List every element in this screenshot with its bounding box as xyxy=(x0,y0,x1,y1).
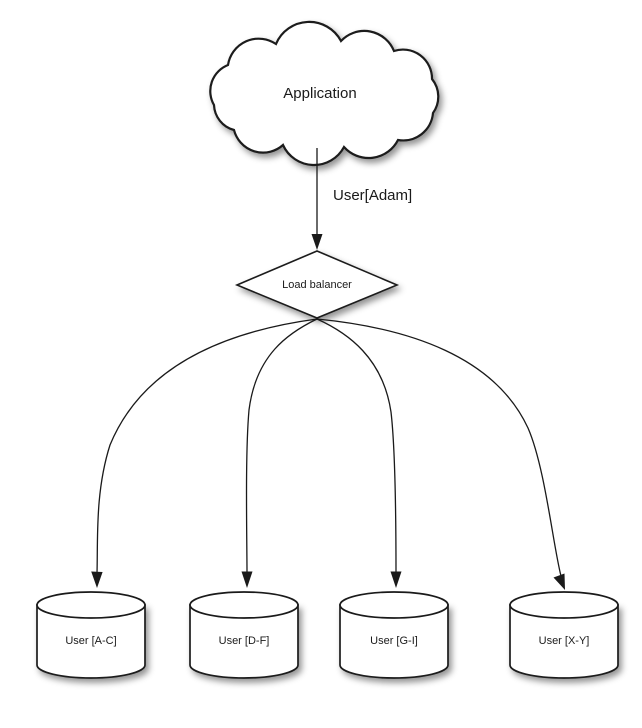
cylinder-body xyxy=(36,604,146,679)
balancer-to-db-0-line xyxy=(96,318,318,574)
cylinder-top-ellipse xyxy=(509,591,619,619)
cylinder-label: User [G-I] xyxy=(370,635,418,647)
node-diamond-load-balancer[interactable]: Load balancer xyxy=(234,250,400,319)
cylinder-body xyxy=(509,604,619,679)
down-arrow-icon xyxy=(390,571,402,588)
cloud-label: Application xyxy=(283,85,356,102)
balancer-to-db-2-line xyxy=(316,318,397,574)
node-cloud-application[interactable]: Application xyxy=(209,20,440,167)
down-arrow-icon xyxy=(553,573,565,590)
edges-balancer-to-databases xyxy=(91,318,565,590)
cylinder-label: User [X-Y] xyxy=(539,635,590,647)
edge-cloud-to-balancer[interactable]: User[Adam] xyxy=(311,148,413,250)
cloud-shape xyxy=(209,20,440,167)
edge-balancer-to-db-1[interactable] xyxy=(241,318,318,588)
diamond-label: Load balancer xyxy=(282,279,352,291)
cylinder-top-ellipse xyxy=(189,591,299,619)
edge-balancer-to-db-2[interactable] xyxy=(316,318,402,588)
cylinder-body xyxy=(189,604,299,679)
node-cylinder-2[interactable]: User [G-I] xyxy=(339,591,449,679)
diamond-shape xyxy=(234,250,400,319)
balancer-to-db-1-line xyxy=(245,318,318,574)
down-arrow-icon xyxy=(241,571,253,588)
node-cylinder-1[interactable]: User [D-F] xyxy=(189,591,299,679)
cylinder-label: User [D-F] xyxy=(219,635,270,647)
down-arrow-icon xyxy=(91,571,103,588)
edge-balancer-to-db-3[interactable] xyxy=(316,318,565,590)
cylinder-body xyxy=(339,604,449,679)
cylinder-top-ellipse xyxy=(339,591,449,619)
down-arrow-icon xyxy=(311,234,323,250)
node-cylinder-0[interactable]: User [A-C] xyxy=(36,591,146,679)
cylinder-label: User [A-C] xyxy=(65,635,116,647)
balancer-to-db-3-line xyxy=(316,318,562,577)
node-cylinder-3[interactable]: User [X-Y] xyxy=(509,591,619,679)
edge-label-user-adam: User[Adam] xyxy=(333,187,412,204)
cylinder-top-ellipse xyxy=(36,591,146,619)
edge-balancer-to-db-0[interactable] xyxy=(91,318,318,588)
